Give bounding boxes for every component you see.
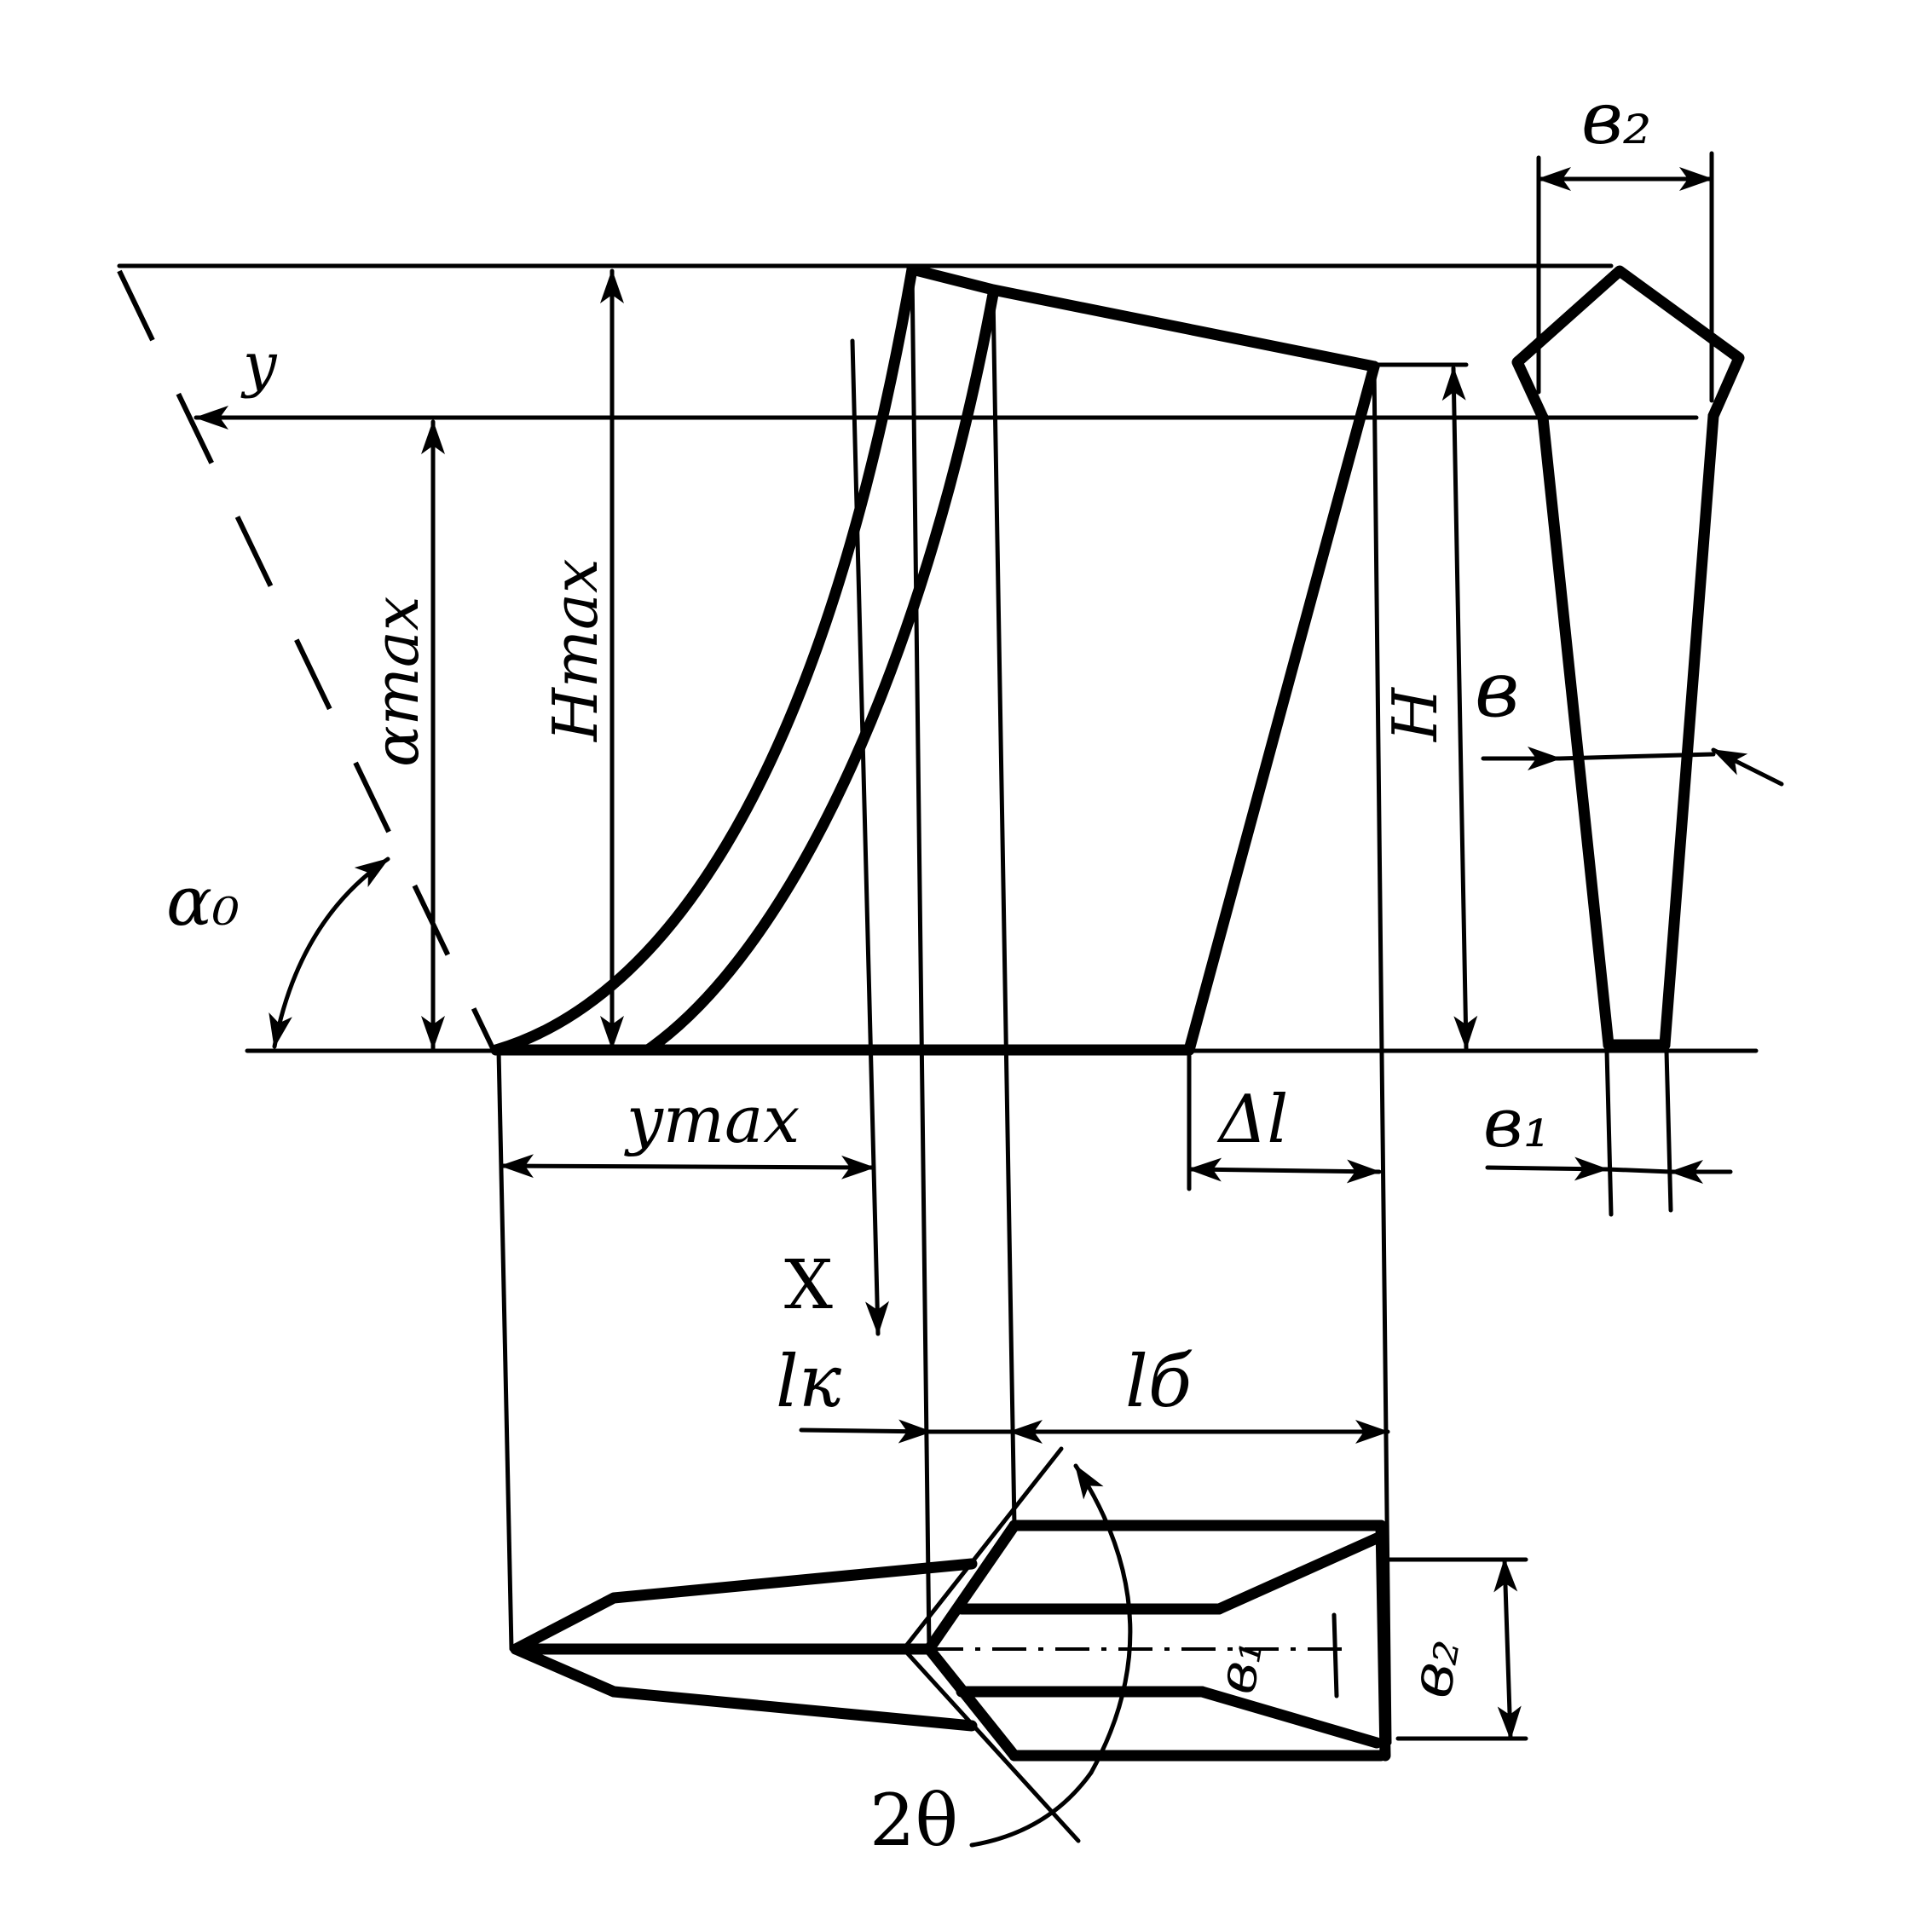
label-y-axis: y <box>240 330 278 400</box>
alpha0-arc <box>269 856 390 1049</box>
profile-right-edge <box>1183 360 1380 1056</box>
b1-dimension-mid <box>1604 1167 1673 1174</box>
label-l-b: lб <box>1125 1340 1193 1423</box>
theta-ray-1 <box>901 1446 1064 1652</box>
label-alpha0: α₀ <box>166 862 240 941</box>
b1-dimension-left <box>1485 1156 1609 1181</box>
plan-view <box>510 1446 1391 1843</box>
b1-ext-right <box>1664 1048 1673 1213</box>
label-delta-l: Δl <box>1216 1081 1288 1158</box>
delta-l-dimension <box>1187 1157 1382 1184</box>
profile-curve-inner <box>642 288 999 1056</box>
plan-taper-lower <box>1196 1686 1383 1749</box>
labels: y αmax Hmax α₀ ymax X H в в₂ Δl в₁ lк lб… <box>166 77 1652 1862</box>
section-top <box>1511 265 1745 424</box>
profile-outline <box>490 263 1380 1056</box>
label-l-k: lк <box>776 1340 842 1423</box>
label-b2-bottom: в₂ <box>1395 1633 1474 1703</box>
blade-vertical-1 <box>910 267 932 1652</box>
b1-ext-left <box>1604 1048 1614 1217</box>
profile-top <box>906 263 1380 372</box>
profile-curve-outer <box>490 263 918 1056</box>
label-b2-top: в₂ <box>1581 77 1652 160</box>
label-a-max: αmax <box>361 597 432 767</box>
label-h-max: Hmax <box>540 558 611 743</box>
plan-taper-upper <box>1213 1532 1383 1615</box>
construction-lines <box>117 151 1759 1745</box>
blade-vertical-2 <box>991 291 1017 1528</box>
two-theta-arc <box>1073 1463 1133 1775</box>
label-b: в <box>1475 645 1519 735</box>
section-left-side <box>1537 412 1615 1051</box>
label-b1-bottom: в₁ <box>1204 1635 1276 1698</box>
left-vertical-ext <box>496 1048 514 1652</box>
h-dimension <box>1441 366 1478 1051</box>
right-vertical-ext <box>1372 364 1392 1745</box>
bottom-b1-dimension <box>1331 1612 1339 1698</box>
label-x-axis: X <box>784 1245 833 1324</box>
cross-section <box>1511 265 1745 1051</box>
plan-rect-right <box>1375 1520 1391 1762</box>
section-right-side <box>1659 410 1719 1051</box>
two-theta-tail <box>969 1770 1094 1848</box>
label-h: H <box>1379 687 1451 743</box>
label-two-theta: 2θ <box>869 1779 958 1862</box>
b-dimension-right <box>1711 747 1784 787</box>
dimension-arrows <box>269 167 1784 1848</box>
bottom-b2-dimension <box>1493 1557 1522 1741</box>
y-max-dimension <box>499 1154 876 1179</box>
lk-dimension <box>799 1419 933 1444</box>
theta-ray-2 <box>901 1647 1081 1843</box>
label-b1: в₁ <box>1483 1083 1551 1162</box>
label-y-max: ymax <box>624 1081 800 1157</box>
